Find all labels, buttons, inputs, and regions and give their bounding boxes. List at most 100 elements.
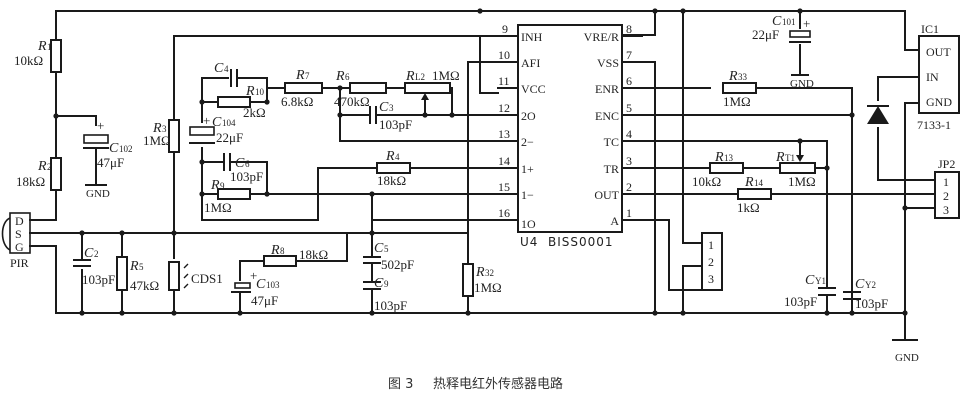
resistor-r3: R 3 1MΩ xyxy=(143,119,180,153)
ic1-pin-out: OUT xyxy=(926,45,951,59)
caption-figure-label: 图 3 xyxy=(388,377,413,392)
photoresistor-cds1: CDS1 xyxy=(168,261,223,291)
c104-plus: + xyxy=(203,113,210,128)
c101-plus: + xyxy=(803,16,810,31)
out-connector-pin-3: 3 xyxy=(708,272,714,286)
c9-sub: 9 xyxy=(384,279,389,289)
cy1-sub: Y1 xyxy=(815,276,826,286)
u4-pin-name-enr: ENR xyxy=(595,82,619,96)
r9-sub: 9 xyxy=(220,181,225,191)
r32-letter: R xyxy=(475,265,485,280)
gnd-label-c101: GND xyxy=(790,78,814,90)
resistor-r6: R 6 470kΩ xyxy=(334,69,387,109)
u4-pin-num-14: 14 xyxy=(498,154,510,168)
c2-sub: 2 xyxy=(94,249,99,259)
r2-letter: R xyxy=(37,159,47,174)
c104-sub: 104 xyxy=(222,118,236,128)
capacitor-cy2: C Y2 103pF xyxy=(843,277,888,311)
resistor-r1: R 1 10kΩ xyxy=(14,39,62,73)
c103-value: 47μF xyxy=(251,293,278,308)
resistor-r33: R 33 1MΩ xyxy=(722,69,757,109)
u4-pin-num-16: 16 xyxy=(498,206,510,220)
ic-u4-biss0001: 9 INH 10 AFI 11 VCC 12 2O 13 2− 14 1+ 15… xyxy=(497,22,643,249)
u4-pin-num-9: 9 xyxy=(502,22,508,36)
ic1-part-label: 7133-1 xyxy=(917,118,951,132)
jp2-pin-3: 3 xyxy=(943,203,949,217)
r1-value: 10kΩ xyxy=(14,53,43,68)
connector-output: 1 2 3 xyxy=(701,232,723,291)
r3-value: 1MΩ xyxy=(143,133,171,148)
r4-sub: 4 xyxy=(395,152,400,162)
u4-left-pin-lines xyxy=(497,35,519,221)
ic1-ref-label: IC1 xyxy=(921,22,939,36)
figure-caption: 图 3 热释电红外传感器电路 xyxy=(388,376,563,392)
c102-sub: 102 xyxy=(119,144,133,154)
u4-pin-num-1: 1 xyxy=(626,206,632,220)
c6-sub: 6 xyxy=(245,159,250,169)
c3-sub: 3 xyxy=(389,103,394,113)
u4-pin-num-13: 13 xyxy=(498,127,510,141)
c101-value: 22μF xyxy=(752,27,779,42)
pir-label: PIR xyxy=(10,256,29,270)
c104-value: 22μF xyxy=(216,130,243,145)
c9-letter: C xyxy=(374,276,384,291)
r5-sub: 5 xyxy=(139,262,144,272)
capacitor-c9: C 9 103pF xyxy=(363,276,407,313)
jp2-ref-label: JP2 xyxy=(938,157,955,171)
r5-letter: R xyxy=(129,259,139,274)
u4-pin-name-vre-r: VRE/R xyxy=(584,30,619,44)
resistor-r7: R 7 6.8kΩ xyxy=(281,68,323,109)
capacitor-c101: + C 101 22μF xyxy=(752,14,811,43)
capacitor-c2: C 2 103pF xyxy=(73,246,115,287)
r32-value: 1MΩ xyxy=(474,280,502,295)
u4-pin-num-7: 7 xyxy=(626,48,632,62)
r9-letter: R xyxy=(210,178,220,193)
r3-sub: 3 xyxy=(162,124,167,134)
rt1-value: 1MΩ xyxy=(788,174,816,189)
c4-letter: C xyxy=(214,61,224,76)
r1-sub: 1 xyxy=(47,42,52,52)
r33-letter: R xyxy=(728,69,738,84)
gnd-label-c102: GND xyxy=(86,188,110,200)
u4-pin-num-6: 6 xyxy=(626,74,632,88)
c104-letter: C xyxy=(212,115,222,130)
resistor-r14: R 14 1kΩ xyxy=(737,175,772,215)
r33-value: 1MΩ xyxy=(723,94,751,109)
caption-title: 热释电红外传感器电路 xyxy=(433,376,563,392)
u4-pin-name-vcc: VCC xyxy=(521,82,546,96)
ic1-pin-gnd: GND xyxy=(926,95,952,109)
capacitor-c102: + C 102 47μF xyxy=(83,118,133,170)
c6-value: 103pF xyxy=(230,169,263,184)
jp2-pin-2: 2 xyxy=(943,189,949,203)
c6-letter: C xyxy=(235,156,245,171)
u4-pin-name-out: OUT xyxy=(594,188,619,202)
resistor-r8: R 8 18kΩ xyxy=(263,243,328,267)
capacitor-c103: + C 103 47μF xyxy=(231,268,280,308)
junction-dots xyxy=(53,8,908,316)
r13-letter: R xyxy=(714,150,724,165)
cy2-letter: C xyxy=(855,277,865,292)
r3-letter: R xyxy=(152,121,162,136)
u4-pin-name-tr: TR xyxy=(604,162,619,176)
u4-pin-num-5: 5 xyxy=(626,101,632,115)
r4-value: 18kΩ xyxy=(377,173,406,188)
connector-jp2: JP2 1 2 3 xyxy=(934,157,960,219)
diode xyxy=(867,105,889,124)
c5-sub: 5 xyxy=(384,244,389,254)
pir-pin-g: G xyxy=(15,240,24,254)
r6-value: 470kΩ xyxy=(334,94,370,109)
resistor-r4: R 4 18kΩ xyxy=(376,149,411,188)
c2-letter: C xyxy=(84,246,94,261)
c102-value: 47μF xyxy=(97,155,124,170)
rt1-letter: R xyxy=(775,150,785,165)
u4-pin-num-10: 10 xyxy=(498,48,510,62)
c9-value: 103pF xyxy=(374,298,407,313)
r8-letter: R xyxy=(270,243,280,258)
c4-sub: 4 xyxy=(224,64,229,74)
r2-sub: 2 xyxy=(47,162,52,172)
rl2-value: 1MΩ xyxy=(432,68,460,83)
cy1-letter: C xyxy=(805,273,815,288)
c3-value: 103pF xyxy=(379,117,412,132)
u4-pin-name-tc: TC xyxy=(604,135,619,149)
